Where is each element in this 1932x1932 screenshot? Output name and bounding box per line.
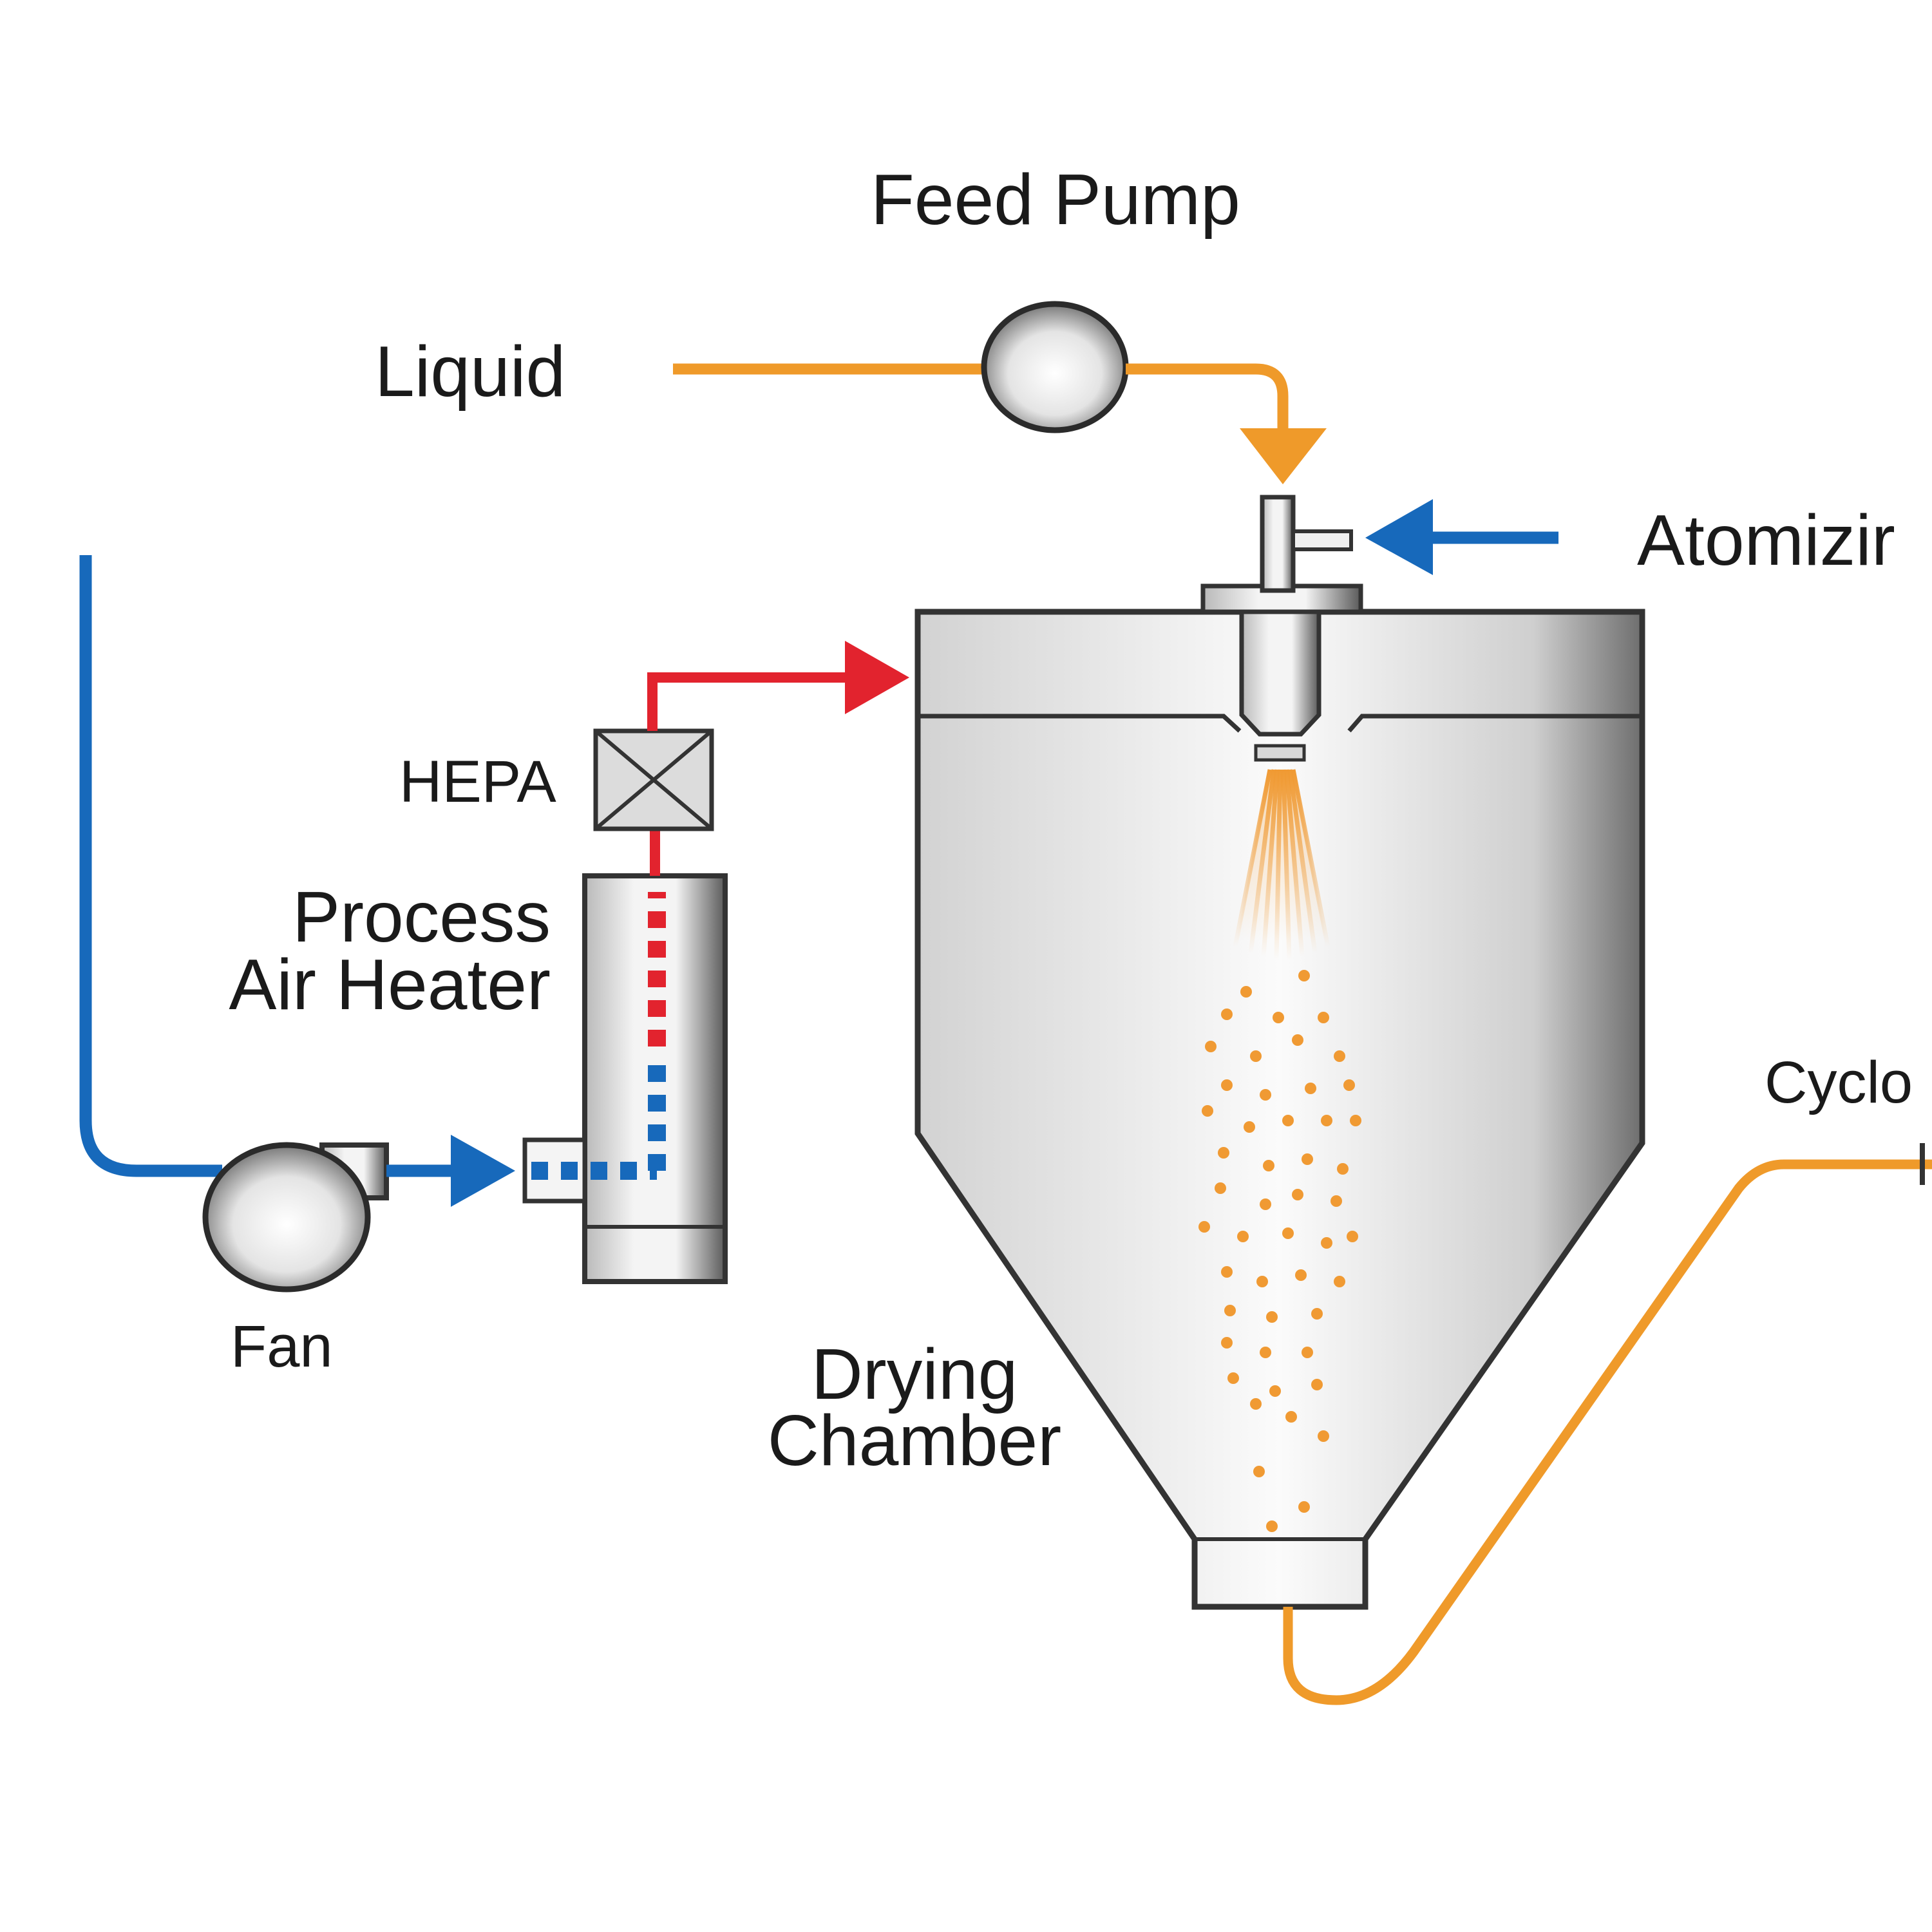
outlet-to-cyclone-line <box>1283 1159 1932 1705</box>
pump-to-atomizer-line <box>1126 363 1289 431</box>
hepa-filter-icon <box>593 728 714 831</box>
fan-icon <box>202 1142 389 1293</box>
cyclone-label: Cyclo <box>1765 1050 1913 1115</box>
fan-outlet-arrow-icon <box>451 1135 515 1207</box>
chamber-label-line1: Drying <box>811 1334 1018 1414</box>
drying-chamber <box>914 609 1645 1610</box>
hepa-label: HEPA <box>399 749 556 815</box>
hot-air-line <box>647 672 853 731</box>
heater-label-line2: Air Heater <box>229 945 551 1025</box>
atomizing-gas-arrow-icon <box>1365 499 1433 575</box>
atomizer-icon <box>1200 495 1363 762</box>
chamber-label-line2: Chamber <box>768 1401 1062 1481</box>
process-air-heater <box>522 873 728 1284</box>
spray-cone <box>1233 769 1331 960</box>
feed-pump-icon <box>981 301 1129 433</box>
liquid-label: Liquid <box>375 332 565 412</box>
fan-label: Fan <box>231 1314 333 1379</box>
atomizing-label: Atomizir <box>1637 500 1895 580</box>
hot-air-arrow-icon <box>845 641 909 714</box>
feed-pump-label: Feed Pump <box>871 160 1240 240</box>
heater-label-line1: Process <box>292 877 551 957</box>
liquid-arrow-icon <box>1240 428 1327 484</box>
inlet-air-line <box>79 555 222 1177</box>
dried-particles <box>1198 970 1361 1532</box>
